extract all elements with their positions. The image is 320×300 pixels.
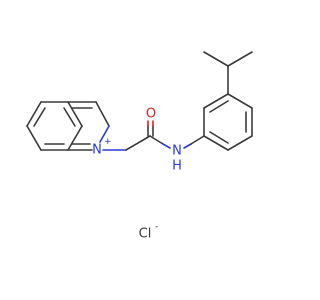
bond [203,135,229,151]
bond [149,135,164,145]
chloride-symbol: Cl [139,227,152,242]
bond-inner [209,100,229,113]
chloride-counterion: Cl - [139,222,159,242]
carbonyl-oxygen-label: O [146,107,156,122]
bond [67,101,83,127]
bond-inner [63,107,76,127]
carbonyl-oxygen-symbol: O [146,107,156,122]
bond-inner [33,107,46,127]
chloride-charge: - [155,222,158,232]
amide-nitrogen-label: N H [172,144,182,174]
bond [227,135,253,151]
bond [95,101,110,127]
molecule-drawing: N + O N H Cl - [26,51,253,242]
bond [99,125,110,143]
bond [227,93,253,109]
amide-nitrogen-symbol: N [172,144,182,159]
bond [183,143,192,149]
atom-labels: N + O N H Cl - [92,107,182,242]
structure-canvas: N + O N H Cl - [26,51,253,242]
bond-inner [209,131,229,144]
bond [125,135,151,151]
bond [162,143,171,149]
bond [26,101,42,127]
ring-nitrogen-charge: + [104,137,112,147]
amide-nitrogen-hydrogen: H [172,159,182,174]
bond [67,125,83,151]
bond [203,51,229,67]
bond [190,135,205,145]
ring-nitrogen-label: N + [92,137,111,158]
bond [203,93,229,109]
bond [26,125,42,151]
bond [227,51,253,67]
bonds [26,51,253,151]
ring-nitrogen-symbol: N [92,143,102,158]
